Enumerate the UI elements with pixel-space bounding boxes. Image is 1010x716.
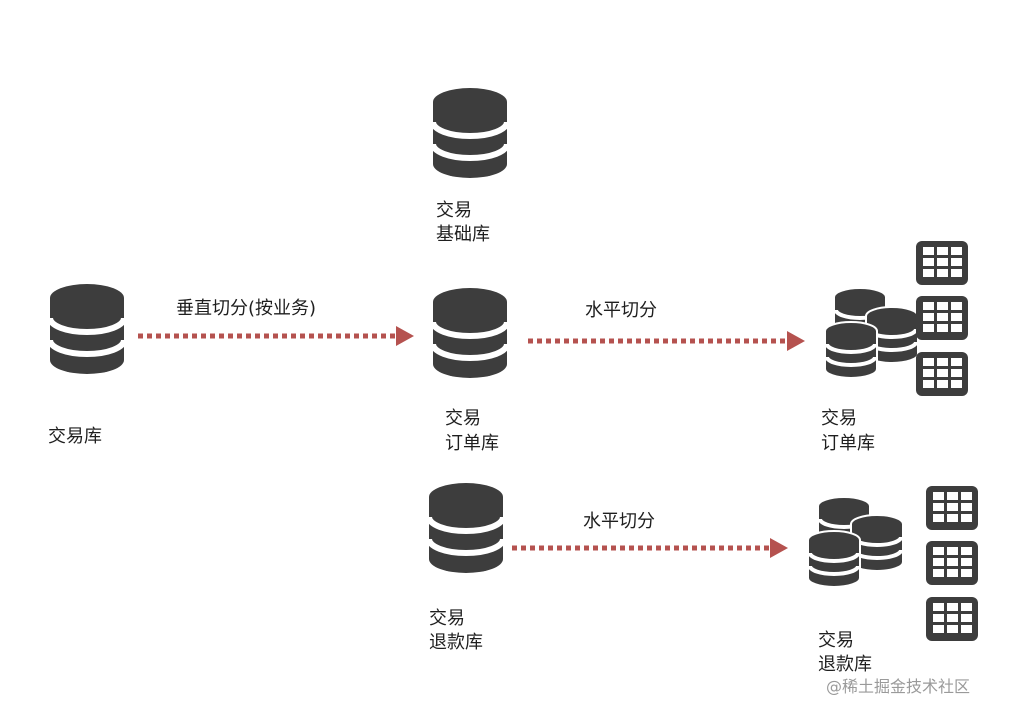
- table-grid-icon: [916, 352, 968, 396]
- refund-table-icons: [926, 486, 978, 641]
- vertical-split-arrow: [138, 326, 414, 346]
- order-shards-label-line2: 订单库: [821, 433, 875, 454]
- order-table-icons: [916, 241, 968, 396]
- table-grid-icon: [926, 486, 978, 530]
- refund-shards-label-line2: 退款库: [818, 654, 872, 675]
- horizontal-split-refund-arrow: [512, 538, 788, 558]
- refund-database-icon: [429, 483, 503, 573]
- order-db-label-line2: 订单库: [445, 433, 499, 454]
- table-grid-icon: [926, 541, 978, 585]
- order-db-label-line1: 交易: [445, 408, 481, 429]
- base-db-label-line2: 基础库: [436, 224, 490, 245]
- horizontal-split-order-label: 水平切分: [585, 300, 657, 321]
- refund-db-label-line2: 退款库: [429, 632, 483, 653]
- watermark-text: @稀土掘金技术社区: [826, 677, 970, 696]
- source-database-icon: [50, 284, 124, 374]
- base-database-icon: [433, 88, 507, 178]
- refund-database-cluster-icon: [806, 495, 905, 589]
- table-grid-icon: [926, 597, 978, 641]
- vertical-split-label: 垂直切分(按业务): [176, 298, 316, 319]
- refund-db-label-line1: 交易: [429, 608, 465, 629]
- order-database-cluster-icon: [823, 286, 920, 380]
- horizontal-split-refund-label: 水平切分: [583, 511, 655, 532]
- refund-shards-label-line1: 交易: [818, 630, 854, 651]
- order-database-icon: [433, 288, 507, 378]
- base-db-label-line1: 交易: [436, 200, 472, 221]
- order-shards-label-line1: 交易: [821, 408, 857, 429]
- source-db-label: 交易库: [48, 426, 102, 447]
- horizontal-split-order-arrow: [528, 331, 805, 351]
- table-grid-icon: [916, 241, 968, 285]
- table-grid-icon: [916, 296, 968, 340]
